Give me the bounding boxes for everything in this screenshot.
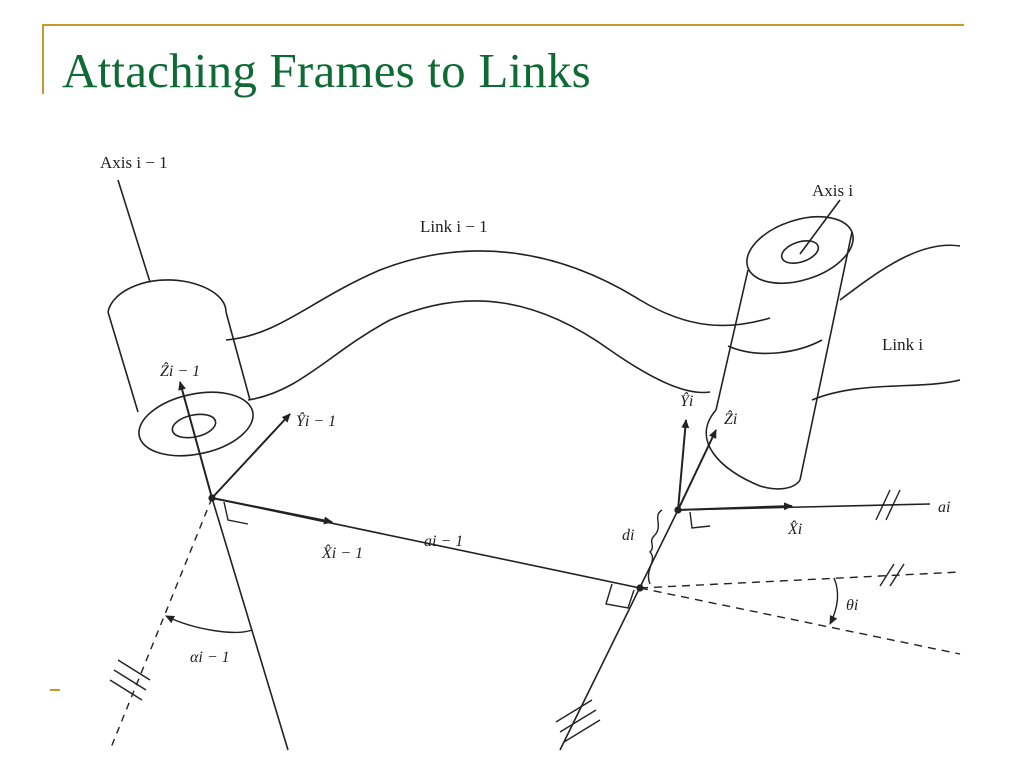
axis-cur-hatch-1 bbox=[555, 699, 593, 723]
axis-prev-lower-line bbox=[211, 497, 289, 751]
origin-cur-dot bbox=[674, 506, 682, 514]
a-prev-label: ai − 1 bbox=[424, 533, 463, 550]
axis-cur-label: Axis i bbox=[812, 181, 853, 200]
dashed-xprev-extension bbox=[639, 571, 961, 589]
right-angle-prev bbox=[223, 501, 249, 525]
x-cur-label: X̂i bbox=[787, 519, 802, 538]
axis-cur-line bbox=[799, 199, 841, 255]
offset-d-brace bbox=[647, 509, 663, 585]
alpha-arc bbox=[165, 615, 253, 633]
slide-title: Attaching Frames to Links bbox=[62, 43, 591, 98]
title-rule-top bbox=[42, 24, 964, 26]
d-cur-label: di bbox=[622, 527, 634, 544]
a-cur-hatch-1 bbox=[875, 489, 891, 521]
dashed-hatch-1 bbox=[117, 659, 151, 681]
y-prev-arrow bbox=[211, 413, 291, 499]
dashed-hatch-3 bbox=[109, 679, 143, 701]
dashed-xcur-projection bbox=[639, 587, 961, 655]
link-cur-label: Link i bbox=[882, 335, 923, 354]
x-prev-arrow bbox=[211, 497, 333, 525]
theta-hatch-1 bbox=[879, 563, 895, 587]
dashed-hatch-2 bbox=[113, 669, 147, 691]
theta-cur-label: θi bbox=[846, 597, 858, 614]
a-cur-hatch-2 bbox=[885, 489, 901, 521]
dashed-axis-prev-parallel bbox=[109, 497, 213, 751]
theta-hatch-2 bbox=[889, 563, 905, 587]
joint-prev-cylinder bbox=[107, 279, 254, 457]
foot-dot bbox=[636, 584, 644, 592]
alpha-prev-label: αi − 1 bbox=[190, 649, 230, 666]
axis-prev-upper-line bbox=[117, 179, 151, 283]
link-prev-label: Link i − 1 bbox=[420, 217, 488, 236]
y-cur-label: Ŷi bbox=[680, 391, 693, 410]
right-angle-cur bbox=[605, 583, 635, 609]
a-cur-label: ai bbox=[938, 499, 950, 516]
axis-cur-hatch-3 bbox=[563, 719, 601, 743]
z-cur-label: Ẑi bbox=[724, 409, 737, 428]
bullet-dash bbox=[50, 689, 60, 691]
y-prev-label: Ŷi − 1 bbox=[296, 411, 336, 430]
title-rule-left bbox=[42, 24, 44, 94]
y-cur-arrow bbox=[677, 419, 690, 511]
x-cur-arrow bbox=[677, 502, 793, 511]
link-prev-body bbox=[225, 250, 771, 401]
x-prev-label: X̂i − 1 bbox=[321, 543, 363, 562]
axis-cur-lower-line bbox=[559, 509, 679, 751]
z-cur-arrow bbox=[677, 429, 717, 511]
theta-arc bbox=[829, 577, 839, 625]
z-prev-label: Ẑi − 1 bbox=[160, 361, 200, 380]
origin-prev-dot bbox=[208, 494, 216, 502]
joint-cur-cylinder bbox=[705, 215, 961, 490]
axis-prev-label: Axis i − 1 bbox=[100, 153, 168, 172]
z-prev-arrow bbox=[178, 381, 213, 499]
axis-cur-hatch-2 bbox=[559, 709, 597, 733]
right-angle-frame-cur bbox=[689, 511, 711, 529]
